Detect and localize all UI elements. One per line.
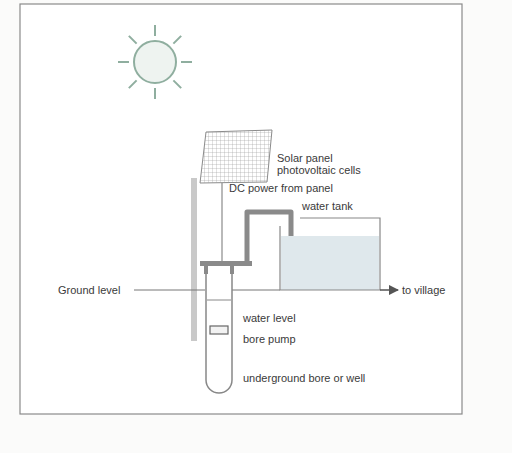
tank-label: water tank (302, 200, 353, 212)
well-cap (204, 266, 208, 274)
sun-ray (129, 80, 137, 88)
sun-ray (181, 61, 192, 63)
sun-ray (173, 36, 181, 44)
delivery-pipe (247, 212, 291, 261)
panel-pole (191, 178, 197, 341)
solar-panel (200, 130, 272, 183)
sun-ray (154, 25, 156, 36)
well-cap (230, 266, 234, 274)
sun-ray (154, 88, 156, 99)
well-cap (200, 261, 252, 266)
water-level-label: water level (243, 312, 296, 324)
outlet-arrow (380, 289, 398, 291)
solar-panel-cells (200, 130, 272, 183)
outlet-label: to village (402, 284, 445, 296)
water-level-line (207, 300, 231, 301)
ground-label: Ground level (58, 284, 120, 296)
bore-pump (210, 326, 228, 334)
sun-ray (129, 36, 137, 44)
wire-label: DC power from panel (229, 182, 333, 194)
sun (118, 25, 192, 99)
frame (20, 4, 462, 414)
sun-ray (173, 80, 181, 88)
pump-label: bore pump (243, 333, 296, 345)
water-tank (280, 218, 380, 290)
tank-water (281, 236, 379, 290)
bore-label: underground bore or well (243, 372, 365, 384)
panel-label: Solar panel photovoltaic cells (277, 152, 387, 176)
sun-ray (118, 61, 129, 63)
bore-well (206, 264, 232, 393)
